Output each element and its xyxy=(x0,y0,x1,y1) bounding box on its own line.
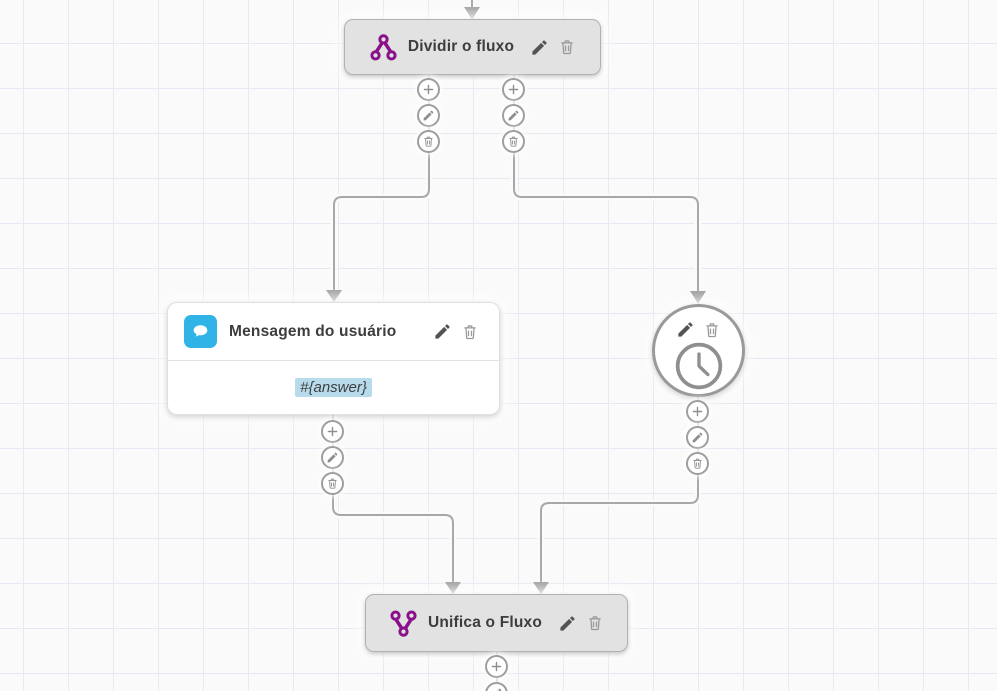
pencil-icon[interactable] xyxy=(558,614,577,633)
pencil-icon[interactable] xyxy=(530,38,549,57)
merge-flow-icon xyxy=(389,609,418,638)
trash-icon[interactable] xyxy=(461,323,479,341)
delete-connection-button[interactable] xyxy=(417,130,440,153)
node-title: Mensagem do usuário xyxy=(229,322,397,340)
trash-icon[interactable] xyxy=(558,38,576,56)
trash-icon[interactable] xyxy=(703,321,721,339)
timer-node[interactable] xyxy=(652,304,745,397)
node-title: Unifica o Fluxo xyxy=(427,614,543,631)
add-step-button[interactable] xyxy=(686,400,709,423)
chat-bubble-icon xyxy=(184,315,217,348)
edit-connection-button[interactable] xyxy=(502,104,525,127)
split-flow-icon xyxy=(369,33,398,62)
pencil-icon[interactable] xyxy=(433,322,452,341)
user-message-node[interactable]: Mensagem do usuário #{answer} xyxy=(167,302,500,415)
add-step-button[interactable] xyxy=(417,78,440,101)
split-flow-node[interactable]: Dividir o fluxo xyxy=(344,19,601,75)
edit-connection-button[interactable] xyxy=(321,446,344,469)
delete-connection-button[interactable] xyxy=(321,472,344,495)
node-title: Dividir o fluxo xyxy=(407,38,515,55)
pencil-icon[interactable] xyxy=(676,320,695,339)
delete-connection-button[interactable] xyxy=(686,452,709,475)
delete-connection-button[interactable] xyxy=(502,130,525,153)
add-step-button[interactable] xyxy=(321,420,344,443)
merge-flow-node[interactable]: Unifica o Fluxo xyxy=(365,594,628,652)
edit-connection-button[interactable] xyxy=(686,426,709,449)
trash-icon[interactable] xyxy=(586,614,604,632)
edit-connection-button[interactable] xyxy=(417,104,440,127)
clock-icon xyxy=(674,341,724,391)
add-step-button[interactable] xyxy=(485,655,508,678)
variable-chip: #{answer} xyxy=(295,378,372,397)
add-step-button[interactable] xyxy=(502,78,525,101)
